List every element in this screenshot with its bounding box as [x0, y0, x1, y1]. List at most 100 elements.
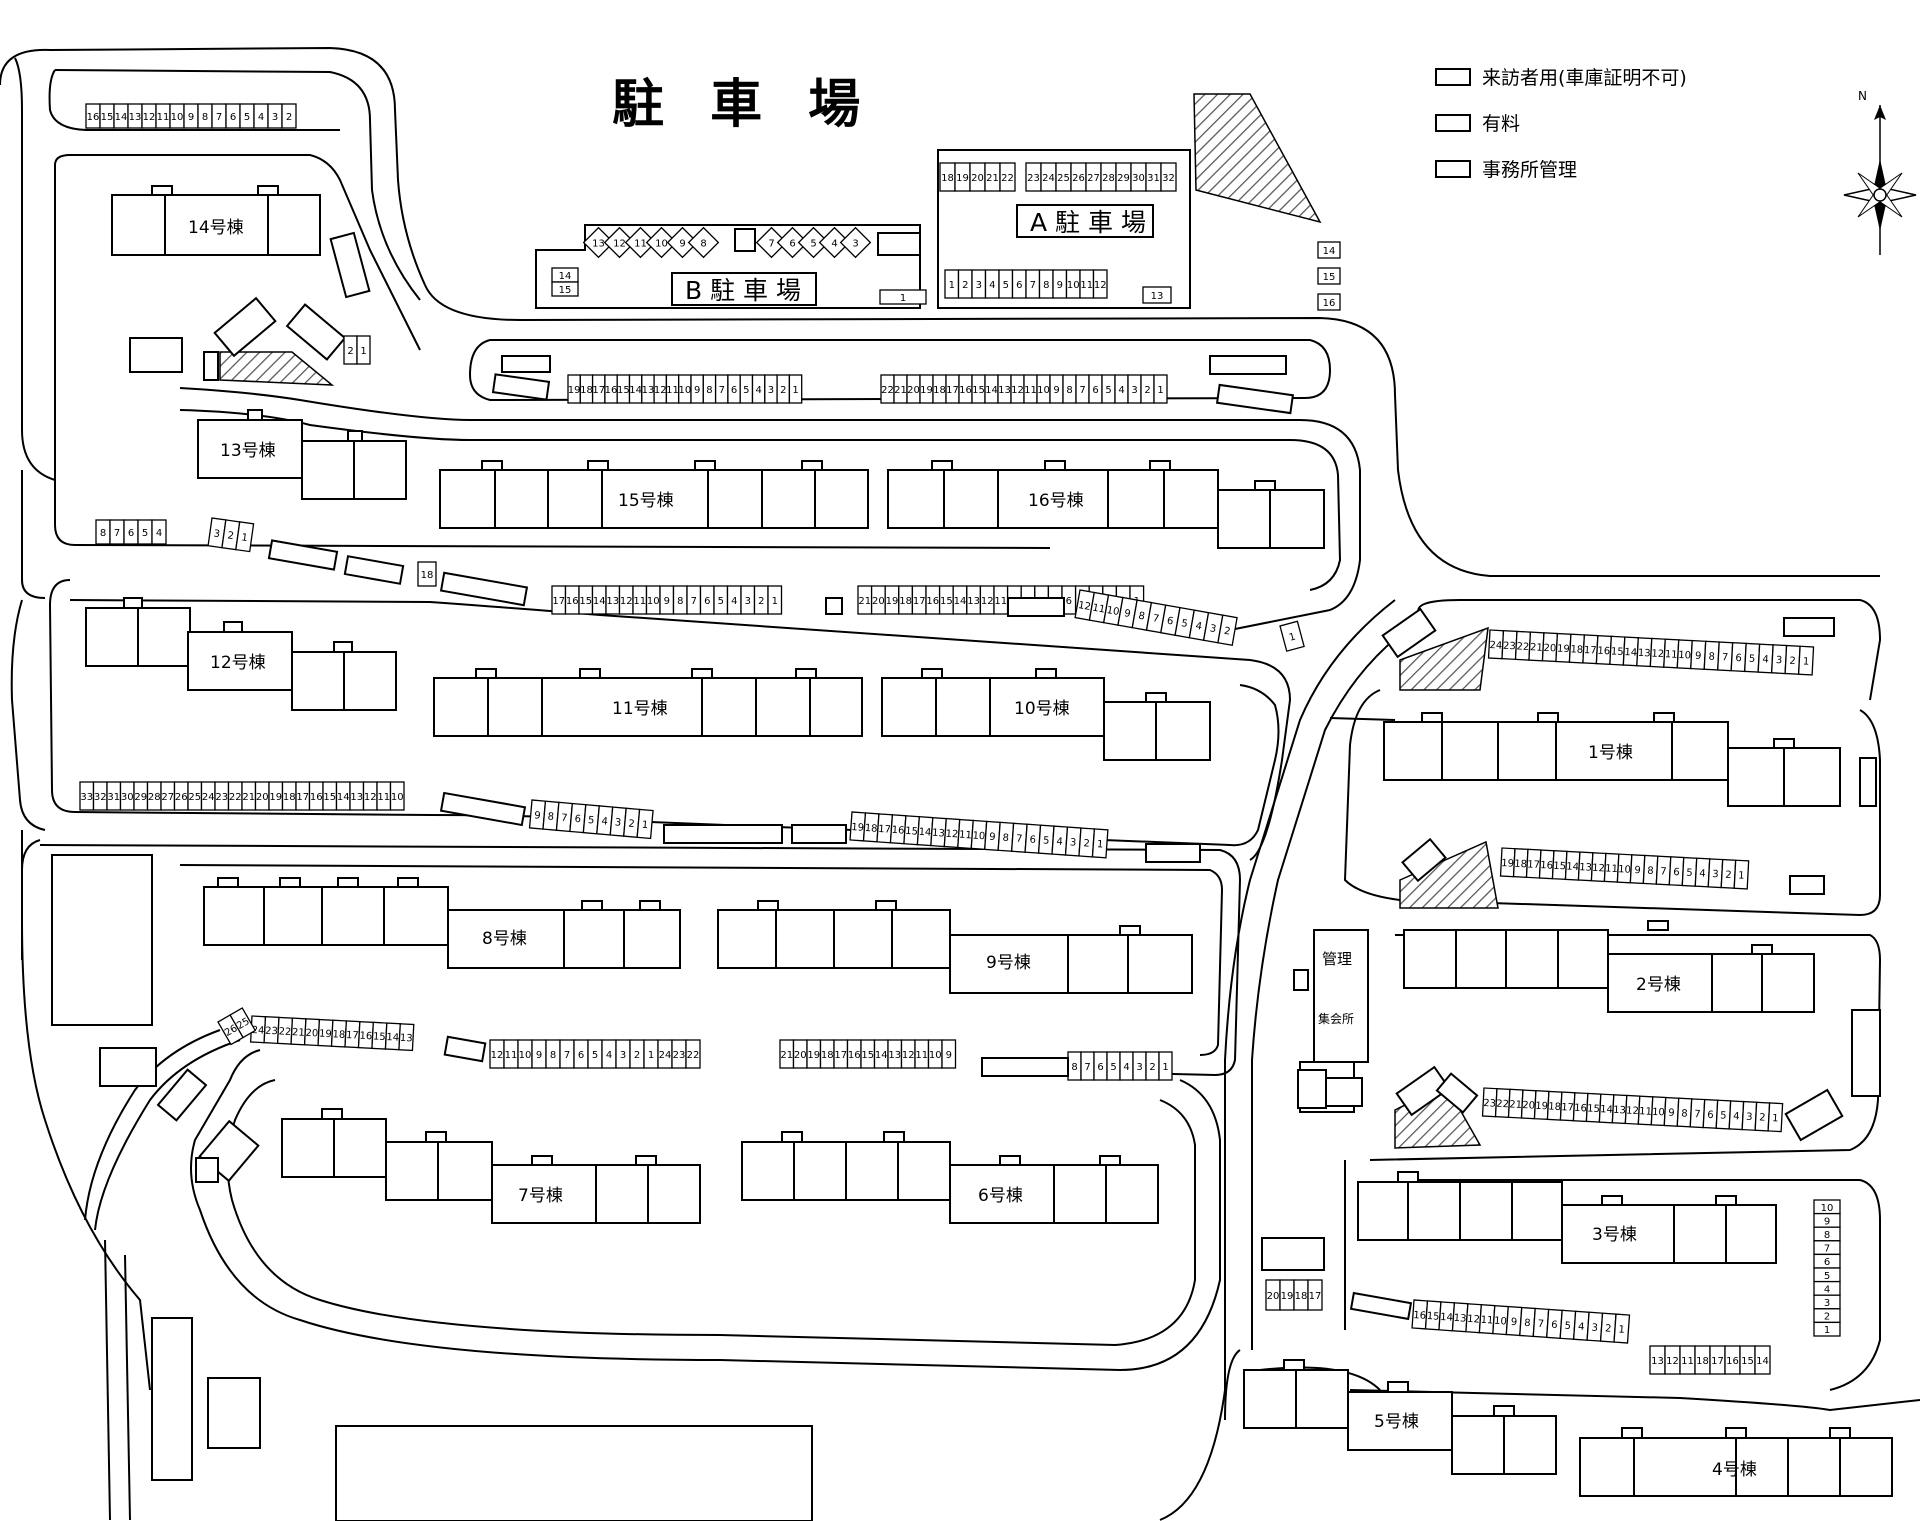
- parking-slot-number: 11: [633, 596, 646, 607]
- parking-slot: 14: [1317, 241, 1341, 259]
- parking-slot-number: 8: [1824, 1230, 1830, 1241]
- parking-slot: 25: [229, 1007, 257, 1039]
- parking-slot: 5: [797, 226, 830, 259]
- parking-slot: 12: [1664, 1345, 1681, 1375]
- parking-slot-number: 8: [547, 811, 554, 823]
- parking-slot-number: 6: [1735, 653, 1742, 664]
- parking-slot-number: 6: [230, 112, 236, 123]
- parking-slot-number: 10: [1037, 385, 1050, 396]
- parking-slot: 19: [317, 1018, 334, 1047]
- parking-slot: 6: [1088, 374, 1103, 404]
- parking-slot: 6: [569, 802, 587, 834]
- parking-slot-number: 13: [1638, 648, 1651, 660]
- parking-slot-number: 17: [913, 596, 926, 607]
- parking-slot-number: 13: [1651, 1356, 1664, 1367]
- parking-slot-number: 17: [1309, 1291, 1322, 1302]
- parking-slot-number: 10: [391, 792, 404, 803]
- parking-slot: 11: [503, 1039, 519, 1069]
- parking-slot: 9: [1663, 1096, 1680, 1127]
- parking-slot: 13: [582, 226, 615, 259]
- parking-slot-number: 15: [617, 385, 630, 396]
- parking-slot: 14: [591, 585, 607, 615]
- parking-slot-number: 5: [1105, 385, 1111, 396]
- parking-slot: 13: [887, 1039, 903, 1069]
- parking-slot-number: 24: [251, 1025, 264, 1037]
- parking-slot-number: 2: [628, 819, 635, 831]
- parking-slot: 21: [1528, 631, 1545, 662]
- parking-slot-number: 2: [780, 385, 786, 396]
- parking-slot: 19: [806, 1039, 822, 1069]
- parking-slot: 3: [1813, 1294, 1841, 1310]
- parking-slot-number: 6: [1016, 280, 1022, 291]
- parking-slot-number: 3: [272, 112, 278, 123]
- parking-slot-number: 12: [620, 596, 633, 607]
- parking-slot: 15: [860, 1039, 876, 1069]
- parking-slot: 5: [998, 269, 1014, 299]
- parking-slot-number: 13: [1151, 291, 1164, 302]
- parking-slot: 19: [1279, 1279, 1295, 1311]
- parking-slot: 12: [1649, 637, 1666, 668]
- parking-slot: 11: [957, 818, 974, 850]
- parking-slot: 18: [1546, 1090, 1563, 1121]
- parking-slot-number: 4: [1699, 868, 1706, 879]
- parking-slot-number: 13: [350, 792, 363, 803]
- parking-slot: 5: [1037, 824, 1055, 855]
- parking-slot: 5: [713, 585, 729, 615]
- parking-slot: 7: [1075, 374, 1090, 404]
- parking-slot: 1: [356, 335, 371, 365]
- parking-slot-number: 4: [1733, 1111, 1740, 1122]
- parking-slot: 9: [183, 103, 199, 129]
- parking-slot: 5: [739, 374, 754, 404]
- parking-slot: 2: [753, 585, 769, 615]
- parking-slot: 20: [1541, 632, 1559, 663]
- parking-slot-number: 9: [188, 112, 194, 123]
- parking-slot-number: 3: [852, 239, 858, 250]
- parking-slot: 6: [1546, 1308, 1563, 1339]
- parking-slot-number: 30: [1132, 173, 1145, 184]
- parking-slot-number: 1: [641, 820, 648, 832]
- parking-slot-number: 13: [998, 385, 1011, 396]
- parking-slot-number: 8: [1681, 1108, 1688, 1119]
- parking-slot: 10: [645, 226, 678, 259]
- parking-slot-number: 12: [902, 1050, 915, 1061]
- parking-slot-number: 22: [881, 385, 894, 396]
- parking-slot: 1: [1613, 1313, 1631, 1344]
- parking-slot-number: 10: [1678, 650, 1691, 662]
- parking-slot: 11: [624, 226, 657, 259]
- parking-slot-number: 7: [564, 1050, 570, 1061]
- parking-slot-number: 15: [1426, 1311, 1439, 1323]
- parking-slot-number: 7: [1016, 834, 1023, 845]
- parking-slot-number: 9: [664, 596, 670, 607]
- parking-slot: 22: [1494, 1087, 1511, 1119]
- parking-slot-number: 4: [606, 1050, 612, 1061]
- misc-structures: [51, 231, 1881, 1521]
- parking-slot-number: 17: [834, 1050, 847, 1061]
- parking-slot-number: 22: [1001, 173, 1014, 184]
- parking-slot: 8: [1642, 854, 1659, 885]
- parking-slot-number: 13: [1453, 1313, 1466, 1325]
- hatched-area-13: [219, 351, 335, 386]
- parking-slot-number: 17: [592, 385, 605, 396]
- building-4: 4号棟: [1579, 1427, 1893, 1497]
- parking-slot-number: 11: [1665, 649, 1678, 661]
- building-11-label: 11号棟: [612, 699, 668, 719]
- parking-slot: 3: [1127, 374, 1142, 404]
- parking-slot-number: 9: [694, 385, 700, 396]
- parking-slot-number: 2: [962, 280, 968, 291]
- parking-slot: 26: [173, 781, 189, 811]
- parking-slot-number: 11: [505, 1050, 518, 1061]
- building-10-label: 10号棟: [1014, 699, 1070, 719]
- parking-slot-number: 5: [1720, 1110, 1727, 1121]
- parking-slot: 6: [727, 374, 741, 404]
- parking-slot: 2: [1140, 374, 1155, 404]
- parking-slot-number: 16: [959, 385, 972, 396]
- parking-slot-number: 14: [918, 827, 931, 839]
- parking-slot: 22: [276, 1016, 294, 1045]
- parking-slot: 15: [1585, 1092, 1602, 1123]
- lot-a-label-box: [1016, 204, 1154, 238]
